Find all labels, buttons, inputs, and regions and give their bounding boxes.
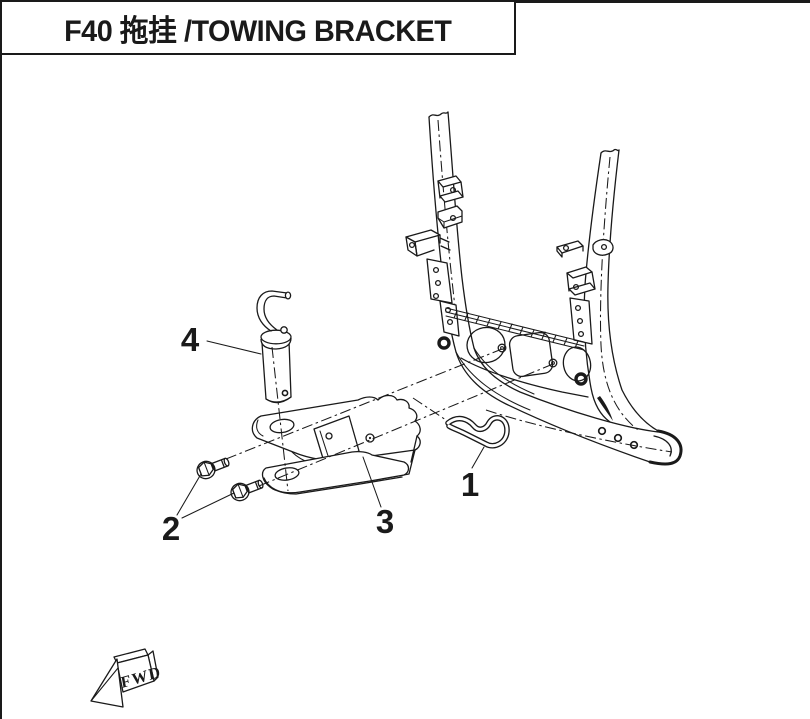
callout-1-leader	[471, 446, 485, 469]
fwd-arrow-head	[90, 658, 124, 708]
grommet-left	[437, 336, 451, 350]
flange-bolts	[193, 452, 267, 504]
right-frame-tube	[583, 148, 661, 433]
callout-3-leader	[362, 456, 382, 508]
page-title: F40 拖挂 /TOWING BRACKET	[64, 14, 452, 48]
fwd-arrow: FWD	[90, 648, 163, 708]
right-tube-brackets	[556, 238, 614, 345]
page-left-border	[0, 0, 2, 719]
bolt-1-axis-leader	[225, 348, 503, 460]
callout-2: 2	[162, 510, 180, 547]
callout-1: 1	[461, 466, 479, 503]
title-block: F40 拖挂 /TOWING BRACKET	[0, 0, 516, 55]
towing-bracket	[251, 394, 421, 495]
callout-2-leader-a	[176, 473, 202, 516]
lower-frame-tube	[455, 347, 683, 466]
hitch-pin-clip	[445, 415, 510, 449]
flange-bolt-1	[193, 452, 233, 482]
pin-axis-leader	[271, 346, 289, 492]
fwd-arrow-tail-face	[116, 654, 155, 693]
clip-direction-leader	[412, 397, 447, 421]
bolt-2-axis-leader	[258, 363, 554, 487]
rear-panel	[437, 326, 592, 398]
flange-bolt-2	[227, 474, 267, 504]
hitch-pin	[256, 290, 292, 404]
grommet-right	[574, 372, 588, 386]
callout-4: 4	[181, 321, 200, 358]
callout-2-leader-b	[181, 492, 235, 519]
rear-frame	[405, 111, 683, 466]
frame-cross-strip	[445, 307, 585, 351]
callout-labels: 1 2 3 4	[162, 321, 479, 547]
callout-4-leader	[206, 340, 262, 355]
leader-lines	[176, 340, 554, 519]
callout-3: 3	[376, 503, 394, 540]
